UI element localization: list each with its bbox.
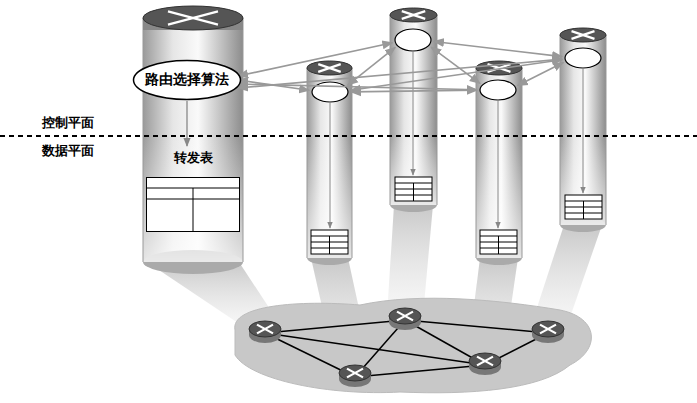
node-text: 路由选择算法	[145, 71, 229, 89]
connector-arrow	[186, 101, 187, 146]
forwarding-table: 转发表	[146, 149, 240, 232]
table-grid	[146, 177, 240, 232]
plane-label: 数据平面	[40, 142, 96, 160]
plane-label: 控制平面	[40, 114, 96, 132]
process-ellipse: 路由选择算法	[132, 59, 242, 101]
table-heading: 转发表	[174, 149, 213, 167]
